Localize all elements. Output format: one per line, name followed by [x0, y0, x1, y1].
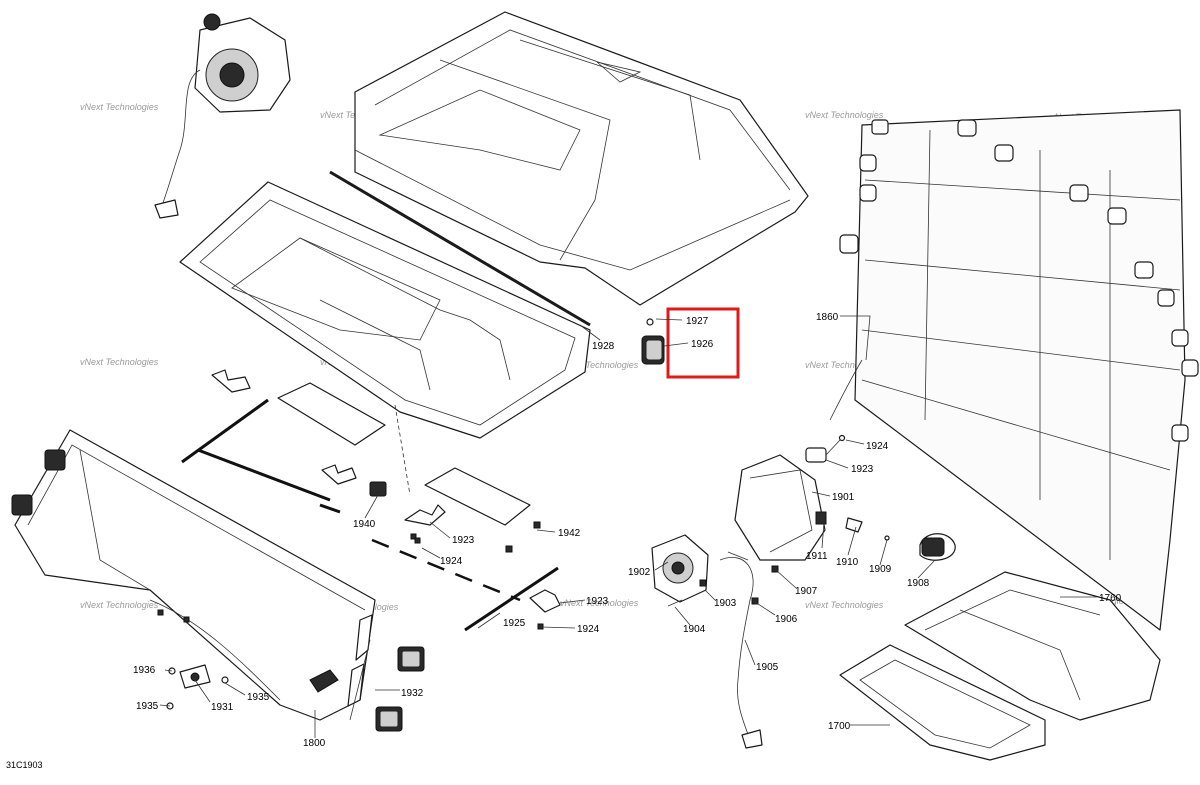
callout-1800: 1800 — [303, 738, 326, 749]
top-speaker-part — [154, 13, 291, 219]
callout-1936: 1936 — [133, 665, 156, 676]
callout-1911: 1911 — [806, 551, 828, 562]
callout-1923: 1923 — [452, 535, 475, 546]
callout-1906: 1906 — [775, 614, 798, 625]
callout-1905: 1905 — [756, 662, 779, 673]
highlight-box — [666, 307, 740, 379]
callout-1760: 1760 — [1099, 593, 1122, 604]
right-speaker-part — [734, 434, 956, 605]
watermark: vNext Technologies — [80, 102, 159, 112]
callout-1931: 1931 — [211, 702, 234, 713]
callout-1909: 1909 — [869, 564, 892, 575]
callout-1907: 1907 — [795, 586, 818, 597]
callout-1940: 1940 — [353, 519, 376, 530]
callout-1925: 1925 — [503, 618, 526, 629]
callout-1935: 1935 — [136, 701, 159, 712]
watermark: vNext Technologies — [805, 360, 884, 370]
latch-part — [166, 664, 229, 710]
callout-1927: 1927 — [686, 316, 709, 327]
roof-panel-part — [354, 11, 809, 306]
callout-1923: 1923 — [586, 596, 609, 607]
watermark: vNext Technologies — [805, 600, 884, 610]
storage-tray-part — [179, 181, 591, 439]
callout-labels: 1927 1926 1928 1860 1924 1923 1901 1911 … — [133, 312, 1122, 749]
callout-1700: 1700 — [828, 721, 851, 732]
watermark: vNext Technologies — [560, 360, 639, 370]
watermark: vNext Technologies — [805, 110, 884, 120]
callout-1901: 1901 — [832, 492, 855, 503]
callout-1926: 1926 — [691, 339, 714, 350]
callout-1932: 1932 — [401, 688, 424, 699]
callout-1928: 1928 — [592, 341, 615, 352]
callout-1942: 1942 — [558, 528, 581, 539]
bracket-part — [157, 369, 561, 630]
callout-1924: 1924 — [866, 441, 889, 452]
callout-1924: 1924 — [440, 556, 463, 567]
callout-1860: 1860 — [816, 312, 839, 323]
trim-strip-part — [181, 398, 559, 632]
rear-net-panel-part — [829, 109, 1199, 631]
callout-1904: 1904 — [683, 624, 706, 635]
callout-1910: 1910 — [836, 557, 859, 568]
cover-plate-part — [277, 382, 531, 526]
callout-1935: 1935 — [247, 692, 270, 703]
seal-strip-part — [329, 170, 591, 327]
callout-1902: 1902 — [628, 567, 651, 578]
watermark: vNext Technologies — [80, 357, 159, 367]
callout-1903: 1903 — [714, 598, 737, 609]
callout-1923: 1923 — [851, 464, 874, 475]
grab-handle-part — [349, 639, 425, 732]
door-speaker-part — [651, 534, 763, 749]
lower-roof-panel-part — [904, 571, 1161, 721]
callout-1924: 1924 — [577, 624, 600, 635]
reference-code: 31C1903 — [6, 760, 43, 770]
callout-1908: 1908 — [907, 578, 930, 589]
watermark: vNext Technologies — [560, 598, 639, 608]
lower-tray-part — [839, 644, 1046, 761]
small-speaker-part — [641, 318, 665, 365]
side-panel-part — [11, 429, 376, 721]
watermark: vNext Technologies — [80, 600, 159, 610]
leader-lines — [159, 315, 1097, 738]
